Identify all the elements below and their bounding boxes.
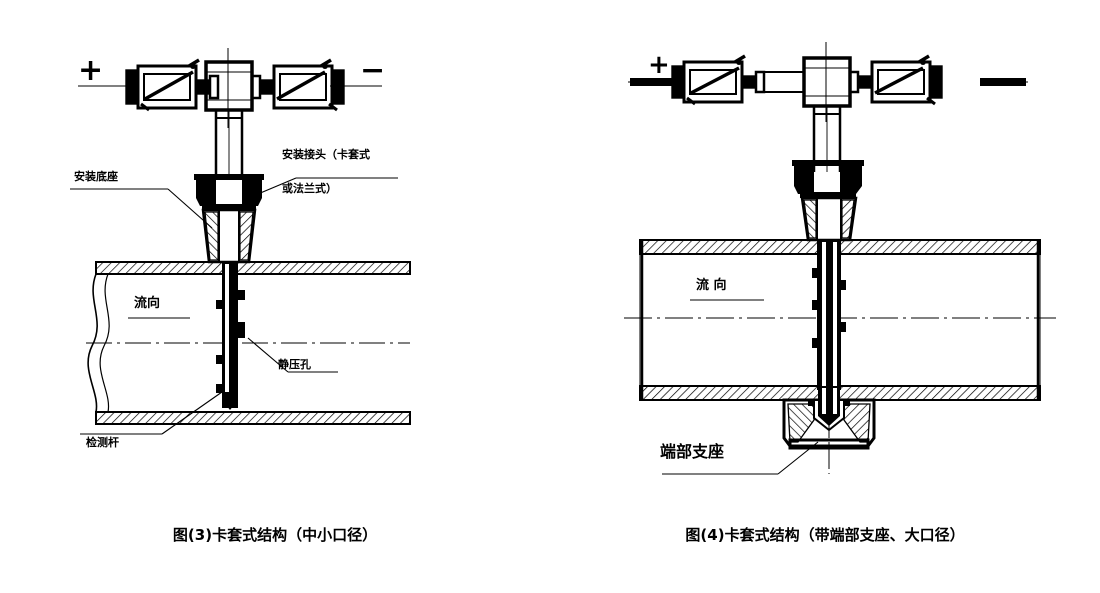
figure-4-drawing: [624, 42, 1056, 475]
label-sensing-rod: 检测杆: [86, 436, 119, 449]
leader-lines: [662, 299, 819, 475]
sensing-rod: [216, 262, 245, 410]
mounting-joint: [194, 174, 264, 210]
polarity-plus: +: [78, 53, 104, 88]
valve-center-body: [763, 56, 852, 108]
polarity-minus: −: [360, 53, 386, 88]
label-flow-direction: 流 向: [696, 278, 727, 293]
figure-3-drawing: [70, 48, 411, 435]
figure-3-panel: + − 安装底座 安装接头（卡套式 或法兰式） 流向 静压孔 检测杆 图(3)卡…: [70, 48, 411, 544]
mounting-base: [201, 208, 257, 264]
valve-center-body: [204, 60, 254, 112]
label-mounting-joint-line2: 或法兰式）: [282, 182, 337, 195]
figure-3-caption: 图(3)卡套式结构（中小口径）: [172, 526, 378, 544]
label-mounting-base: 安装底座: [74, 170, 118, 183]
label-end-support: 端部支座: [660, 442, 725, 461]
valve-right: [250, 58, 345, 112]
mounting-joint: [792, 160, 864, 242]
sensing-rod: [812, 240, 846, 390]
label-flow-direction: 流向: [134, 296, 161, 311]
leader-lines: [70, 177, 398, 435]
polarity-plus: +: [648, 50, 670, 80]
label-mounting-joint-line1: 安装接头（卡套式: [282, 148, 370, 161]
label-static-pressure-hole: 静压孔: [278, 358, 311, 371]
valve-left: [125, 58, 220, 112]
probe-stem: [214, 109, 244, 178]
pipe-assembly: [86, 261, 411, 425]
figure-4-panel: + 流 向 端部支座 图(4)卡套式结构（带端部支座、大口径）: [550, 0, 1100, 593]
end-support: [782, 386, 876, 474]
valve-right: [848, 54, 943, 106]
figure-4-caption: 图(4)卡套式结构（带端部支座、大口径）: [685, 526, 965, 544]
valve-left: [671, 54, 766, 106]
